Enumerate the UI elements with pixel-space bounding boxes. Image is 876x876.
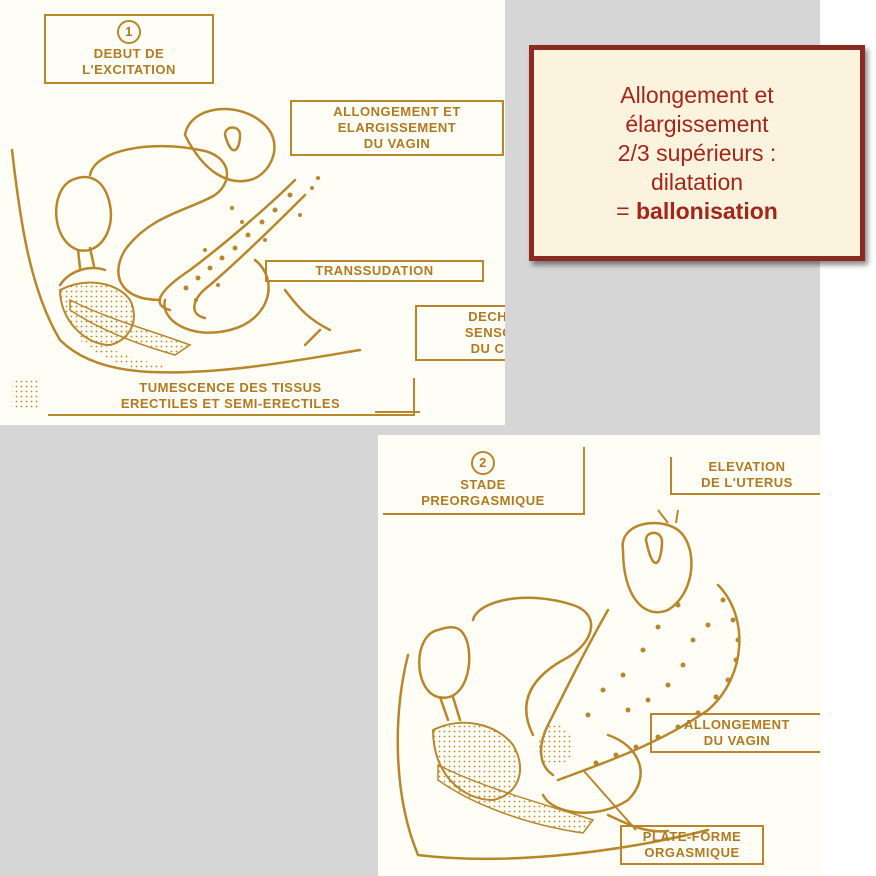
callout-line5-bold: ballonisation bbox=[636, 198, 778, 224]
label-clitoris-line3: DU CLI bbox=[417, 341, 505, 357]
label-allongement-vagin-2-line2: DU VAGIN bbox=[652, 733, 820, 749]
label-allongement-vagin-line2: ELARGISSEMENT bbox=[292, 120, 502, 136]
label-elevation-uterus: ELEVATION DE L'UTERUS bbox=[670, 457, 820, 495]
stage-1-number: 1 bbox=[117, 20, 141, 44]
stage-1-title-line1: DEBUT DE bbox=[46, 46, 212, 62]
callout-line1: Allongement et bbox=[616, 81, 778, 110]
callout-text: Allongement et élargissement 2/3 supérie… bbox=[616, 81, 778, 226]
excitation-diagram-panel: 1 DEBUT DE L'EXCITATION ALLONGEMENT ET E… bbox=[0, 0, 505, 425]
label-tumescence: TUMESCENCE DES TISSUS ERECTILES ET SEMI-… bbox=[48, 378, 415, 416]
label-elevation-uterus-line2: DE L'UTERUS bbox=[672, 475, 820, 491]
legend-swatch bbox=[12, 378, 38, 410]
callout-line3: 2/3 supérieurs : bbox=[616, 139, 778, 168]
preorgasmic-diagram-panel: 2 STADE PREORGASMIQUE ELEVATION DE L'UTE… bbox=[378, 435, 820, 876]
label-elevation-uterus-line1: ELEVATION bbox=[672, 459, 820, 475]
label-plate-forme-line2: ORGASMIQUE bbox=[622, 845, 762, 861]
label-transsudation: TRANSSUDATION bbox=[265, 260, 484, 282]
stage-1-title-line2: L'EXCITATION bbox=[46, 62, 212, 78]
stage-1-title-box: 1 DEBUT DE L'EXCITATION bbox=[44, 14, 214, 84]
stage-2-title-line2: PREORGASMIQUE bbox=[383, 493, 583, 509]
label-clitoris-line1: DECHA bbox=[417, 309, 505, 325]
callout-line5: = ballonisation bbox=[616, 197, 778, 226]
callout-line4: dilatation bbox=[616, 168, 778, 197]
label-clitoris: DECHA SENSOI DU CLI bbox=[415, 305, 505, 361]
callout-line5-prefix: = bbox=[616, 198, 636, 224]
label-allongement-vagin-line1: ALLONGEMENT ET bbox=[292, 104, 502, 120]
callout-line2: élargissement bbox=[616, 110, 778, 139]
label-plate-forme: PLATE-FORME ORGASMIQUE bbox=[620, 825, 764, 865]
label-allongement-vagin-2: ALLONGEMENT DU VAGIN bbox=[650, 713, 820, 753]
stage-2-title-line1: STADE bbox=[383, 477, 583, 493]
label-allongement-vagin-2-line1: ALLONGEMENT bbox=[652, 717, 820, 733]
label-plate-forme-line1: PLATE-FORME bbox=[622, 829, 762, 845]
label-clitoris-line2: SENSOI bbox=[417, 325, 505, 341]
label-tumescence-line2: ERECTILES ET SEMI-ERECTILES bbox=[48, 396, 413, 412]
stage-2-number: 2 bbox=[471, 451, 495, 475]
ballonisation-callout: Allongement et élargissement 2/3 supérie… bbox=[529, 45, 865, 261]
stage-2-title-box: 2 STADE PREORGASMIQUE bbox=[383, 447, 585, 515]
label-allongement-vagin: ALLONGEMENT ET ELARGISSEMENT DU VAGIN bbox=[290, 100, 504, 156]
label-allongement-vagin-line3: DU VAGIN bbox=[292, 136, 502, 152]
label-tumescence-line1: TUMESCENCE DES TISSUS bbox=[48, 380, 413, 396]
